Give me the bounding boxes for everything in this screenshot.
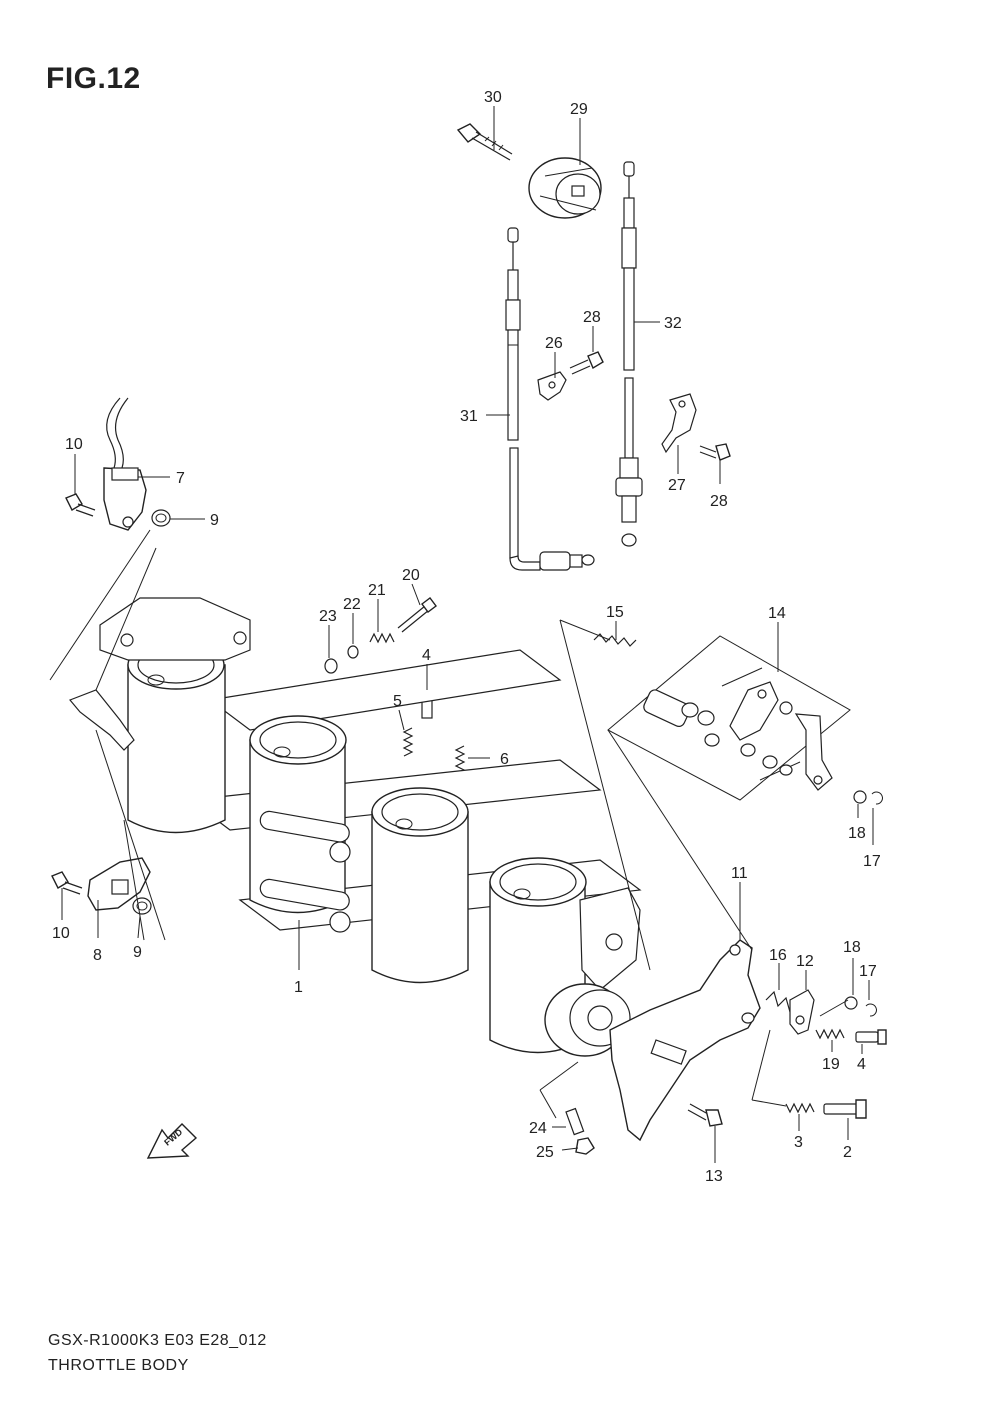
callout-30: 30 — [484, 89, 502, 106]
lever-12 — [789, 989, 815, 1035]
callout-11: 11 — [731, 865, 748, 882]
clip-17-lower — [865, 1003, 877, 1017]
callout-28: 28 — [583, 309, 601, 326]
throttle-lever-bracket-11 — [609, 939, 761, 1142]
callout-2: 2 — [843, 1144, 852, 1161]
o-ring-23 — [324, 658, 338, 674]
cable-stay-26 — [537, 371, 567, 401]
screw-4-lower — [855, 1029, 887, 1045]
callout-17-lower: 17 — [859, 963, 877, 980]
linkage-kit-14 — [607, 635, 851, 801]
screw-20 — [397, 597, 437, 633]
throttle-drum-29 — [528, 157, 602, 219]
callout-23: 23 — [319, 608, 337, 625]
o-ring-9-upper — [151, 509, 171, 527]
callout-21: 21 — [368, 582, 386, 599]
callout-26: 26 — [545, 335, 563, 352]
callout-20: 20 — [402, 567, 420, 584]
callout-6: 6 — [500, 751, 509, 768]
callout-3: 3 — [794, 1134, 803, 1151]
section-name: THROTTLE BODY — [48, 1357, 189, 1374]
spring-3 — [785, 1102, 815, 1114]
clip-17-upper — [871, 791, 883, 805]
spring-6 — [454, 745, 466, 775]
sensor-8 — [87, 857, 151, 911]
callout-18-upper: 18 — [848, 825, 866, 842]
callout-31: 31 — [460, 408, 478, 425]
o-ring-9-lower — [132, 897, 152, 915]
callout-4-upper: 4 — [422, 647, 431, 664]
callout-4-lower: 4 — [857, 1056, 866, 1073]
callout-12: 12 — [796, 953, 814, 970]
throttle-cable-31 — [505, 227, 595, 571]
throttle-body-assembly-1 — [69, 597, 642, 1057]
screw-24 — [565, 1107, 585, 1136]
screw-28-lower — [699, 443, 731, 461]
washer-22 — [347, 645, 359, 659]
callout-14: 14 — [768, 605, 786, 622]
throttle-position-sensor-7 — [103, 397, 147, 531]
screw-13 — [687, 1103, 723, 1127]
callout-15: 15 — [606, 604, 624, 621]
spring-5 — [402, 727, 414, 757]
callout-9-lower: 9 — [133, 944, 142, 961]
callout-labels: 30 29 28 26 32 31 27 28 10 7 9 20 21 22 … — [52, 89, 881, 1185]
callout-19: 19 — [822, 1056, 840, 1073]
washer-18-lower — [844, 996, 858, 1010]
screw-10-upper — [65, 493, 96, 517]
figure-title: FIG.12 — [46, 62, 141, 95]
model-code: GSX-R1000K3 E03 E28_012 — [48, 1332, 267, 1349]
callout-24: 24 — [529, 1120, 547, 1137]
callout-22: 22 — [343, 596, 361, 613]
callout-17-upper: 17 — [863, 853, 881, 870]
leader-lines — [49, 106, 874, 1163]
screw-10-lower — [51, 871, 83, 895]
callout-9-upper: 9 — [210, 512, 219, 529]
callout-29: 29 — [570, 101, 588, 118]
callout-8: 8 — [93, 947, 102, 964]
callout-5: 5 — [393, 693, 402, 710]
callout-13: 13 — [705, 1168, 723, 1185]
callout-18-lower: 18 — [843, 939, 861, 956]
callout-10-upper: 10 — [65, 436, 83, 453]
forward-direction-arrow: FWD — [146, 1123, 198, 1159]
spring-15 — [593, 633, 637, 647]
bolt-30 — [456, 123, 513, 161]
callout-32: 32 — [664, 315, 682, 332]
callout-27: 27 — [668, 477, 686, 494]
callout-1: 1 — [294, 979, 303, 996]
callout-10-lower: 10 — [52, 925, 70, 942]
callout-25: 25 — [536, 1144, 554, 1161]
callout-16: 16 — [769, 947, 787, 964]
washer-18-upper — [853, 790, 867, 804]
cable-bracket-27 — [661, 393, 697, 454]
screw-28-upper — [569, 351, 604, 375]
throttle-cable-32 — [615, 161, 643, 547]
spring-19 — [815, 1028, 845, 1040]
callout-28-lower: 28 — [710, 493, 728, 510]
spring-21 — [369, 632, 395, 644]
screw-2 — [823, 1099, 867, 1119]
callout-7: 7 — [176, 470, 185, 487]
nut-25 — [575, 1137, 595, 1155]
